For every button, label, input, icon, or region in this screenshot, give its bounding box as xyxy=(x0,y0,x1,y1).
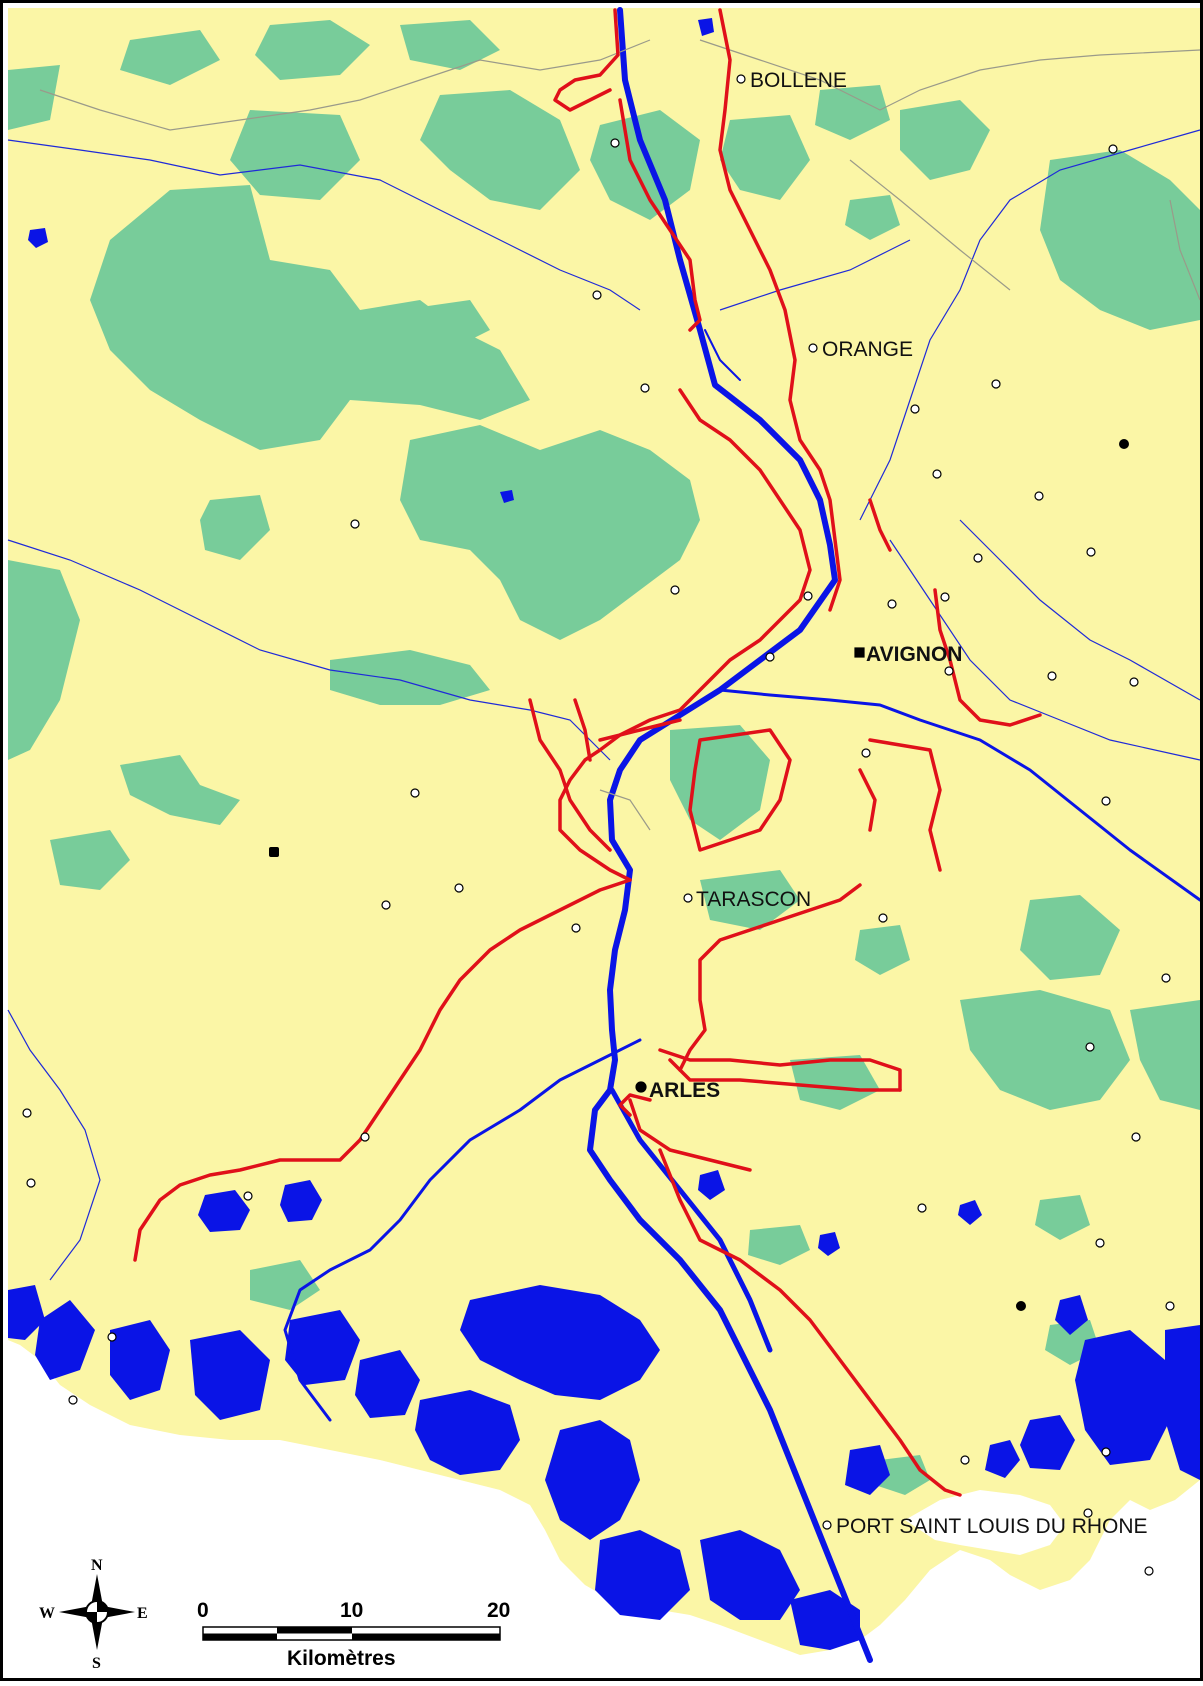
compass-rose: N S E W xyxy=(39,1557,148,1672)
water-layer xyxy=(8,18,1200,1650)
gulf-of-fos xyxy=(905,1490,1065,1555)
label-orange: ORANGE xyxy=(822,338,913,361)
vegetation-layer xyxy=(8,20,1200,1495)
compass-n: N xyxy=(91,1557,103,1574)
place-markers xyxy=(635,74,865,1530)
scale-tick-10: 10 xyxy=(340,1599,363,1622)
marker-tarascon[interactable] xyxy=(683,893,693,903)
scale-tick-0: 0 xyxy=(197,1599,209,1622)
tributaries xyxy=(7,129,1201,1281)
marker-orange[interactable] xyxy=(808,343,818,353)
scale-unit: Kilomètres xyxy=(287,1647,396,1670)
label-tarascon: TARASCON xyxy=(696,888,811,911)
village-markers xyxy=(22,138,1175,1576)
compass-w: W xyxy=(39,1605,55,1622)
compass-e: E xyxy=(137,1605,148,1622)
compass-s: S xyxy=(92,1655,101,1672)
scale-bar: 0 10 20 Kilomètres xyxy=(197,1599,510,1670)
marker-avignon[interactable] xyxy=(854,647,865,658)
place-labels: BOLLENE ORANGE AVIGNON TARASCON ARLES PO… xyxy=(649,69,1148,1538)
label-bollene: BOLLENE xyxy=(750,69,847,92)
marker-port-saint-louis[interactable] xyxy=(822,1520,832,1530)
label-arles: ARLES xyxy=(649,1079,720,1102)
label-port-saint-louis: PORT SAINT LOUIS DU RHONE xyxy=(836,1515,1148,1538)
marker-bollene[interactable] xyxy=(736,74,746,84)
rhone-river xyxy=(283,7,1202,1663)
label-avignon: AVIGNON xyxy=(866,643,962,666)
red-lines xyxy=(133,8,1042,1497)
boundaries xyxy=(39,39,1201,831)
marker-arles[interactable] xyxy=(635,1081,647,1093)
scale-tick-20: 20 xyxy=(487,1599,510,1622)
chef-lieu-markers xyxy=(269,439,1129,1311)
